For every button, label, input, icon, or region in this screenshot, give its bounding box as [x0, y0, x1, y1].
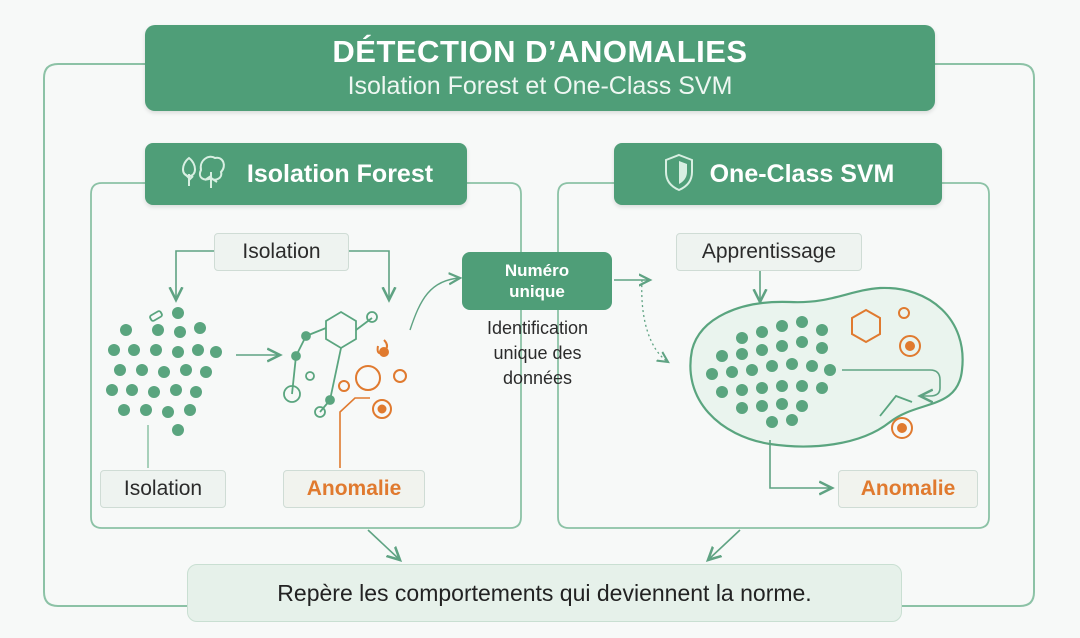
- normal-data-cluster: [106, 307, 222, 436]
- page-title: DÉTECTION D’ANOMALIES: [332, 34, 748, 69]
- numero-to-svm-curve: [641, 279, 668, 362]
- arrow-isolation-to-tree: [347, 250, 389, 300]
- numero-label-line1: Numéro: [504, 261, 570, 280]
- isolation-chip-bottom: Isolation: [100, 470, 226, 508]
- anomaly-points-left: [338, 339, 407, 419]
- numero-desc-line1: Identification: [486, 318, 589, 338]
- isolation-tree: [283, 310, 378, 418]
- svm-support-mark: [879, 394, 913, 417]
- arrow-right-to-footer: [708, 529, 741, 560]
- isolation-forest-frame: [90, 182, 522, 529]
- page-subtitle: Isolation Forest et One-Class SVM: [347, 72, 733, 100]
- isolation-chip-top: Isolation: [214, 233, 349, 271]
- arrow-left-to-footer: [367, 529, 400, 560]
- title-banner: DÉTECTION D’ANOMALIES Isolation Forest e…: [145, 25, 935, 111]
- outer-frame: [43, 63, 1035, 607]
- numero-desc-line2: unique des: [493, 343, 582, 363]
- anomaly-stem: [339, 397, 370, 468]
- isolation-forest-header: Isolation Forest: [145, 143, 467, 205]
- numero-label-line2: unique: [509, 282, 565, 301]
- isolated-point-marker: [149, 310, 163, 322]
- isolation-forest-title: Isolation Forest: [246, 159, 434, 188]
- svm-normal-cluster: [706, 316, 836, 428]
- shield-icon: [662, 152, 696, 197]
- anomalie-chip-right: Anomalie: [838, 470, 978, 508]
- numero-description: Identification unique des données: [455, 316, 620, 391]
- apprentissage-chip: Apprentissage: [676, 233, 862, 271]
- trees-icon: [179, 152, 233, 197]
- anomalie-chip-left: Anomalie: [283, 470, 425, 508]
- arrow-boundary-to-anomalie: [769, 440, 832, 488]
- footer-summary: Repère les comportements qui deviennent …: [187, 564, 902, 622]
- numero-unique-box: Numéro unique: [462, 252, 612, 310]
- arrow-to-numero: [409, 278, 460, 331]
- svm-inner-arrow: [842, 369, 941, 396]
- one-class-svm-title: One-Class SVM: [709, 159, 895, 188]
- one-class-svm-header: One-Class SVM: [614, 143, 942, 205]
- numero-desc-line3: données: [502, 368, 573, 388]
- svm-anomaly-points: [851, 307, 921, 439]
- one-class-svm-frame: [557, 182, 990, 529]
- arrow-isolation-to-cluster: [176, 250, 214, 300]
